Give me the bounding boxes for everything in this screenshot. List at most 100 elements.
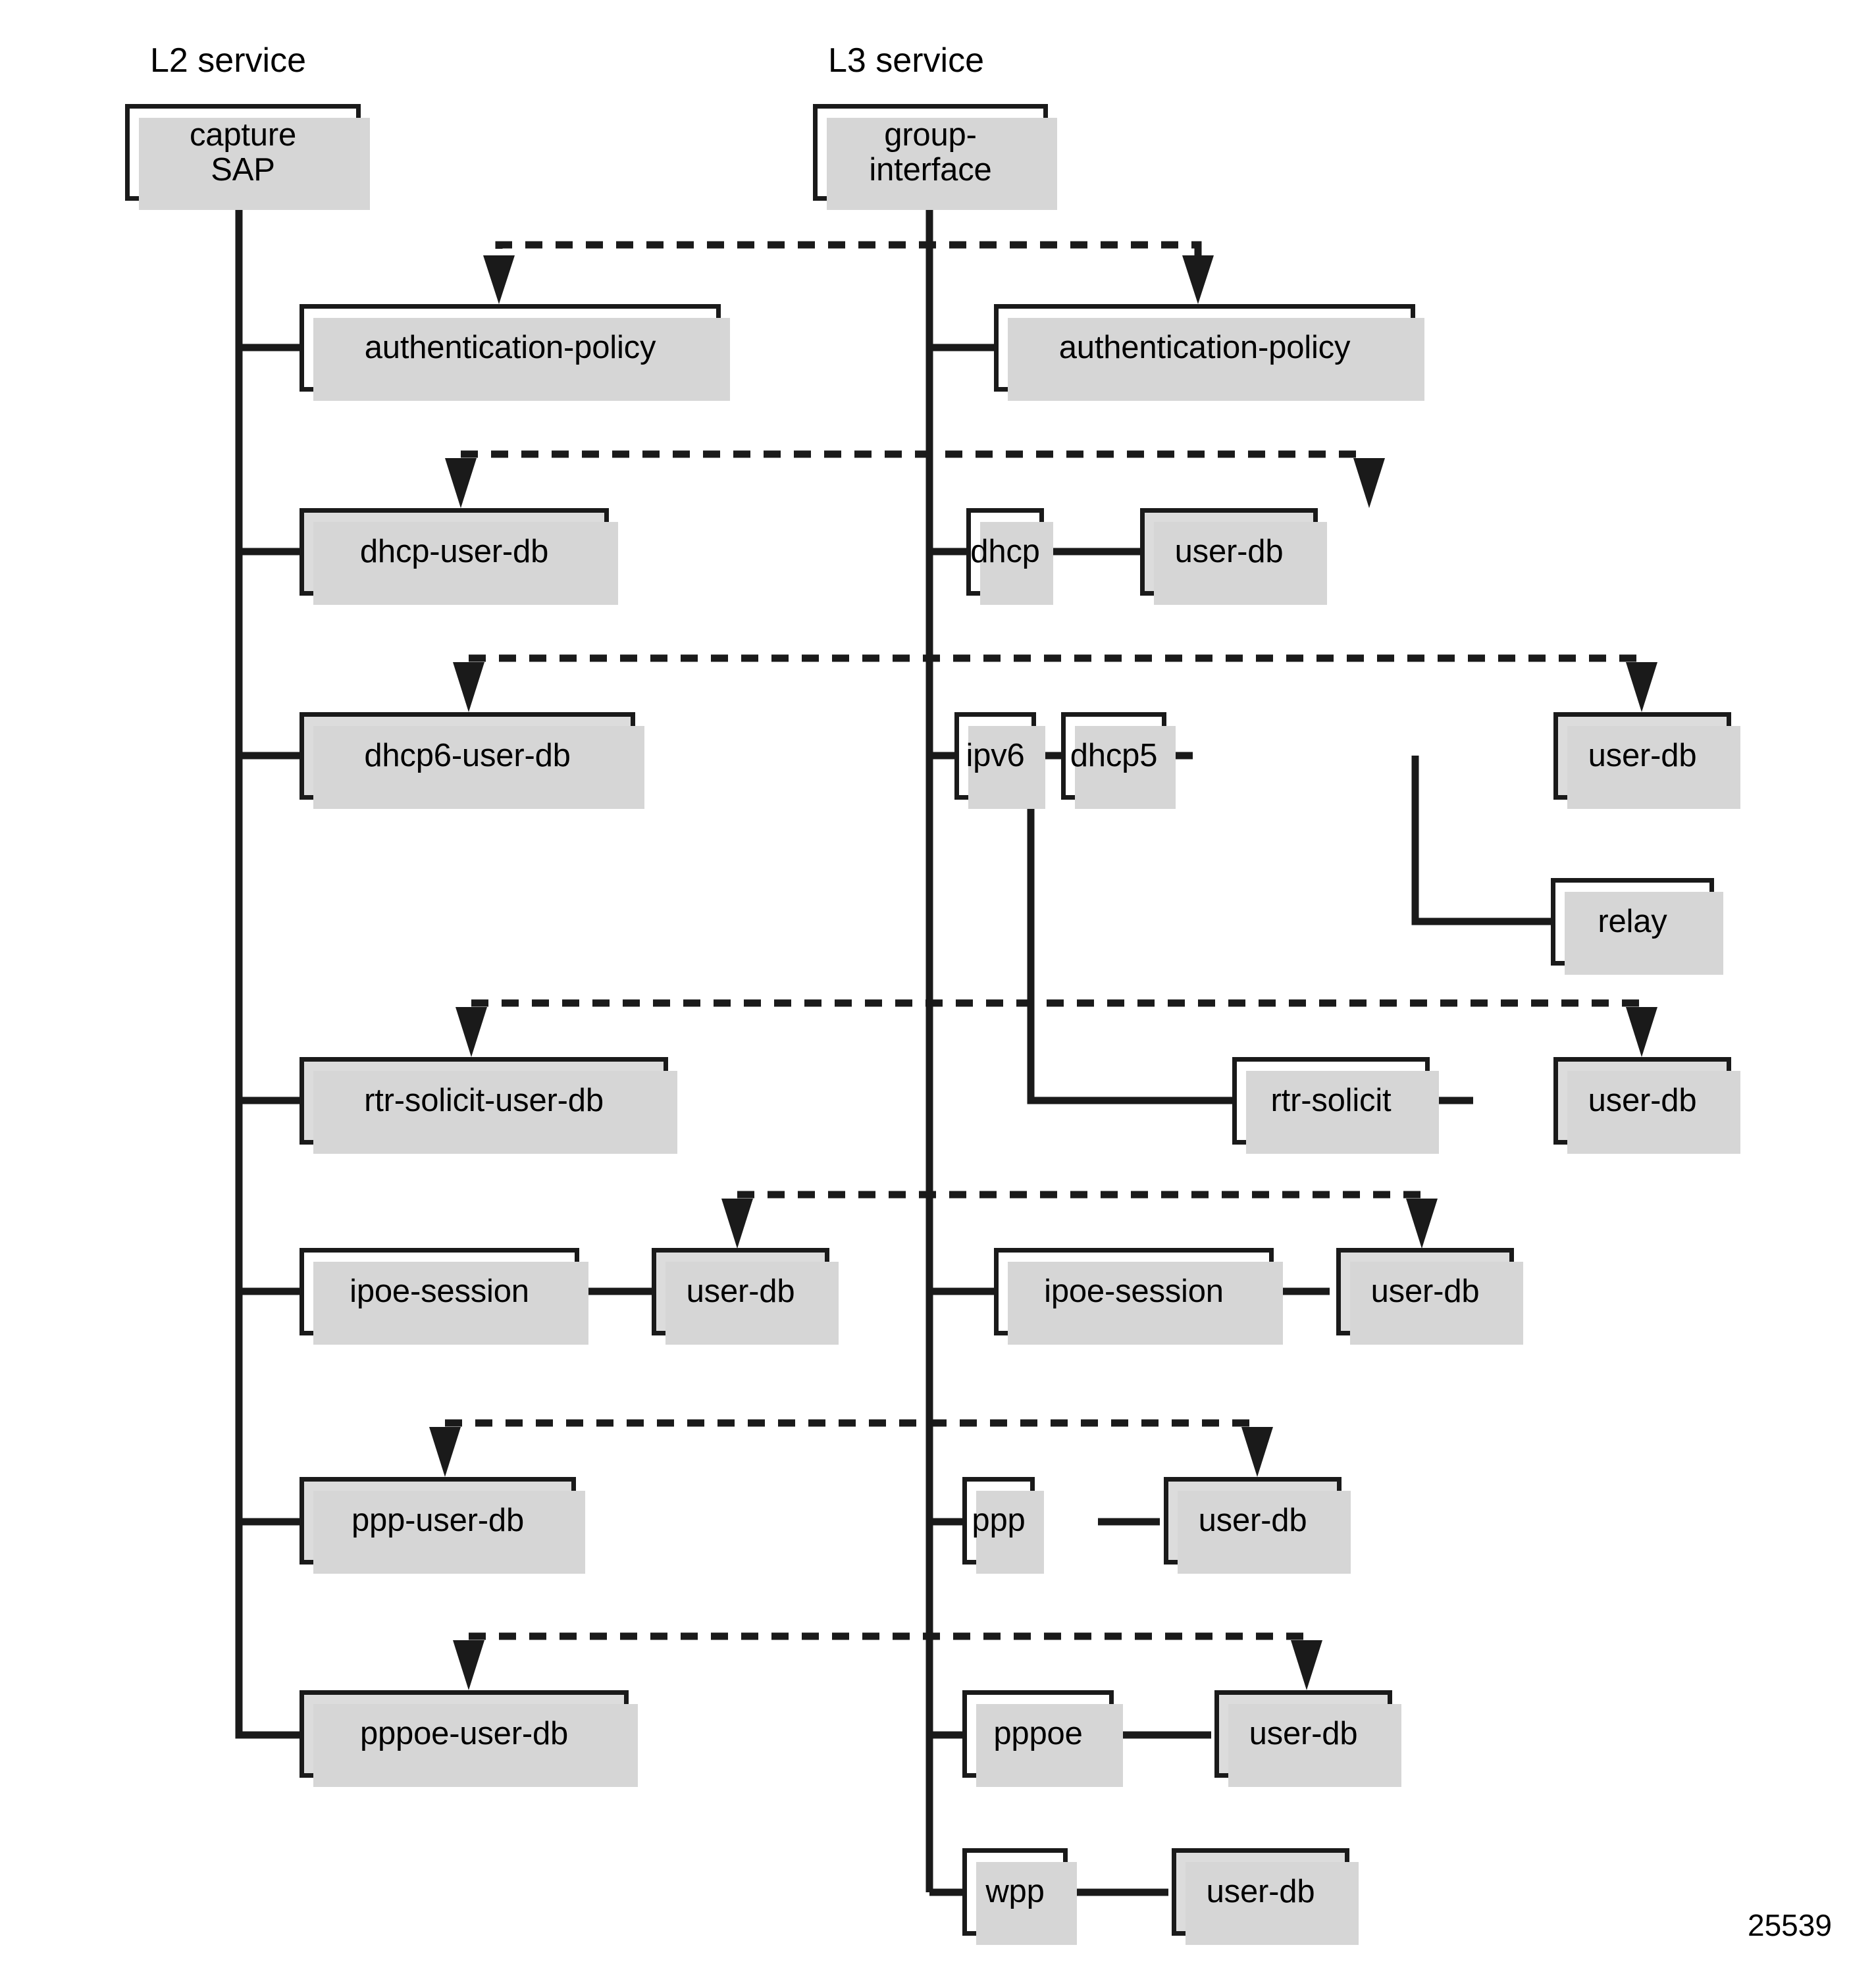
arrow-rtrsolicit-left: [456, 1007, 487, 1057]
node-l2-rtr-solicit-user-db[interactable]: rtr-solicit-user-db: [300, 1057, 677, 1154]
node-shadow: [313, 1491, 585, 1574]
node-l3-wpp[interactable]: wpp: [962, 1848, 1077, 1945]
node-label: group- interface: [869, 116, 992, 188]
node-l2-dhcp-user-db[interactable]: dhcp-user-db: [300, 508, 618, 605]
node-label: user-db: [1198, 1503, 1307, 1539]
arrow-ppp-right: [1241, 1427, 1273, 1477]
node-l3-relay[interactable]: relay: [1551, 878, 1723, 975]
node-shadow: [313, 1071, 677, 1154]
node-shadow: [976, 1491, 1044, 1574]
arrow-dhcp6-right: [1626, 662, 1657, 712]
l3-branch-ipv6-rtrsolicit: [1027, 756, 1232, 1104]
node-label: ipoe-session: [1044, 1274, 1224, 1310]
node-shadow: [968, 726, 1045, 809]
arrow-pppoe-right: [1291, 1640, 1322, 1690]
node-label: dhcp-user-db: [359, 534, 549, 570]
node-shadow: [1178, 1491, 1351, 1574]
node-l3-rtr-solicit[interactable]: rtr-solicit: [1232, 1057, 1439, 1154]
node-l2-pppoe-user-db[interactable]: pppoe-user-db: [300, 1690, 638, 1787]
node-label: authentication-policy: [1058, 330, 1351, 366]
node-shadow: [1228, 1704, 1401, 1787]
arrow-dhcp-right: [1353, 458, 1385, 508]
node-label: wpp: [985, 1874, 1045, 1910]
node-l2-authentication-policy[interactable]: authentication-policy: [300, 304, 730, 401]
node-label: ppp: [972, 1503, 1026, 1539]
node-shadow: [1567, 1071, 1740, 1154]
node-shadow: [1008, 318, 1424, 401]
node-l2-ipoe-user-db[interactable]: user-db: [652, 1248, 839, 1345]
node-shadow: [313, 522, 618, 605]
node-shadow: [976, 1704, 1123, 1787]
arrow-dhcp-left: [445, 458, 477, 508]
node-label: relay: [1598, 904, 1667, 940]
node-label: user-db: [1588, 1083, 1697, 1119]
node-label: pppoe: [993, 1716, 1083, 1752]
node-l3-ipv6[interactable]: ipv6: [954, 712, 1045, 809]
node-l3-authentication-policy[interactable]: authentication-policy: [994, 304, 1424, 401]
node-l3-pppoe[interactable]: pppoe: [962, 1690, 1123, 1787]
column-header-l3: L3 service: [828, 41, 984, 80]
node-label: rtr-solicit: [1270, 1083, 1392, 1119]
node-label: user-db: [1174, 534, 1284, 570]
node-shadow: [1567, 726, 1740, 809]
node-l3-ipoe-session[interactable]: ipoe-session: [994, 1248, 1283, 1345]
arrow-ppp-left: [429, 1427, 461, 1477]
node-shadow: [827, 118, 1057, 210]
figure-number: 25539: [1748, 1908, 1832, 1942]
node-label: dhcp5: [1070, 738, 1158, 774]
node-capture-sap[interactable]: capture SAP: [125, 104, 370, 210]
arrow-auth-right: [1182, 255, 1214, 304]
node-l3-wpp-user-db[interactable]: user-db: [1172, 1848, 1359, 1945]
node-l3-ipoe-user-db[interactable]: user-db: [1336, 1248, 1523, 1345]
node-label: user-db: [1588, 738, 1697, 774]
node-label: dhcp: [970, 534, 1040, 570]
node-label: pppoe-user-db: [359, 1716, 569, 1752]
node-shadow: [665, 1262, 839, 1345]
l2-spine: [235, 201, 300, 1739]
node-l2-dhcp6-user-db[interactable]: dhcp6-user-db: [300, 712, 644, 809]
node-shadow: [980, 522, 1053, 605]
arrow-rtrsolicit-right: [1626, 1007, 1657, 1057]
node-shadow: [976, 1862, 1077, 1945]
node-label: dhcp6-user-db: [364, 738, 571, 774]
node-l2-ppp-user-db[interactable]: ppp-user-db: [300, 1477, 585, 1574]
node-shadow: [313, 726, 644, 809]
node-l3-ppp[interactable]: ppp: [962, 1477, 1044, 1574]
node-label: ppp-user-db: [351, 1503, 524, 1539]
node-l3-rtr-solicit-user-db[interactable]: user-db: [1553, 1057, 1740, 1154]
node-shadow: [1075, 726, 1176, 809]
arrow-pppoe-left: [453, 1640, 484, 1690]
arrow-ipoe-left: [721, 1199, 753, 1249]
node-l3-pppoe-user-db[interactable]: user-db: [1214, 1690, 1401, 1787]
column-header-l2: L2 service: [150, 41, 306, 80]
node-label: user-db: [1249, 1716, 1358, 1752]
l3-branch-dhcp5-relay: [1411, 756, 1551, 925]
node-l2-ipoe-session[interactable]: ipoe-session: [300, 1248, 588, 1345]
arrow-dhcp6-left: [453, 662, 484, 712]
node-label: ipoe-session: [350, 1274, 529, 1310]
node-group-interface[interactable]: group- interface: [813, 104, 1057, 210]
node-label: user-db: [686, 1274, 795, 1310]
node-l3-ppp-user-db[interactable]: user-db: [1164, 1477, 1351, 1574]
node-l3-dhcp[interactable]: dhcp: [966, 508, 1053, 605]
node-l3-dhcp5[interactable]: dhcp5: [1061, 712, 1176, 809]
node-label: user-db: [1206, 1874, 1315, 1910]
node-label: rtr-solicit-user-db: [364, 1083, 604, 1119]
node-shadow: [1565, 892, 1723, 975]
node-shadow: [1008, 1262, 1283, 1345]
arrow-auth-left: [483, 255, 515, 304]
node-shadow: [1186, 1862, 1359, 1945]
node-label: authentication-policy: [364, 330, 656, 366]
node-l3-dhcp6-user-db[interactable]: user-db: [1553, 712, 1740, 809]
node-shadow: [313, 1262, 588, 1345]
node-shadow: [1154, 522, 1327, 605]
node-shadow: [313, 318, 730, 401]
node-shadow: [313, 1704, 638, 1787]
node-shadow: [1350, 1262, 1523, 1345]
node-shadow: [1246, 1071, 1439, 1154]
node-l3-dhcp-user-db[interactable]: user-db: [1140, 508, 1327, 605]
node-shadow: [139, 118, 370, 210]
node-label: capture SAP: [189, 116, 297, 188]
dashed-auth: [495, 241, 1202, 263]
